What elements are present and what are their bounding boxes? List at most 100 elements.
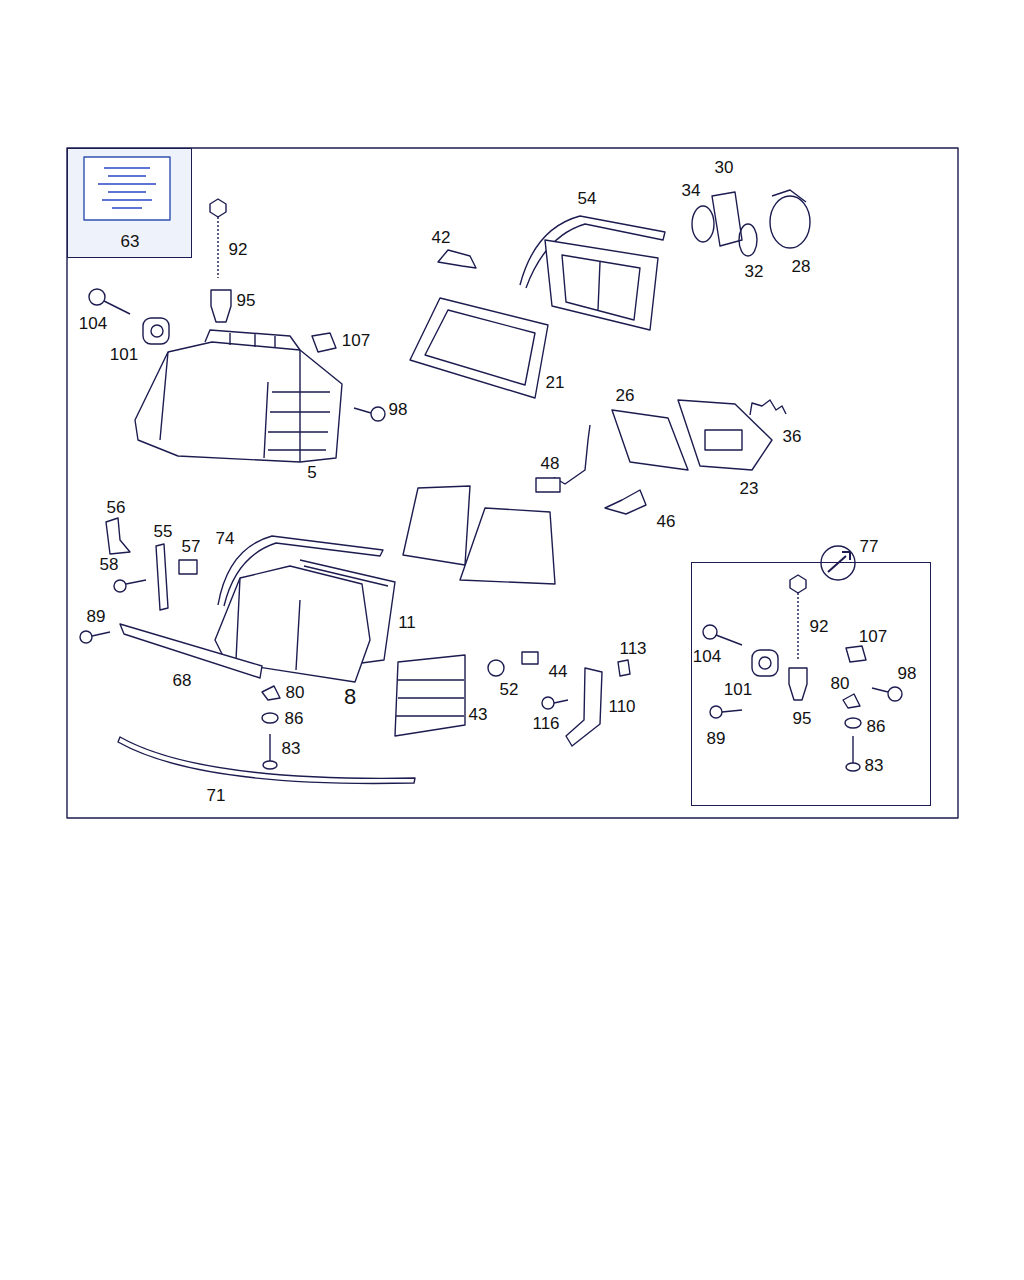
clip: [846, 646, 866, 662]
bulb: [488, 660, 504, 676]
screw-head: [89, 289, 105, 305]
bracket: [566, 668, 602, 746]
washer: [262, 713, 278, 723]
callout-number: 95: [237, 292, 256, 309]
callout-number: 71: [207, 787, 226, 804]
callout-number: 83: [282, 740, 301, 757]
seal-strip: [118, 737, 415, 783]
callout-number: 52: [500, 681, 519, 698]
cover-clip: [772, 190, 806, 202]
callout-number: 113: [619, 640, 646, 657]
nut: [752, 650, 778, 676]
callout-number: 83: [865, 757, 884, 774]
callout-number: 54: [578, 190, 597, 207]
callout-number: 104: [693, 648, 721, 665]
screw-shaft: [126, 580, 146, 584]
callout-number: 80: [286, 684, 305, 701]
ring: [692, 206, 714, 242]
screw-head: [846, 763, 860, 771]
clip: [618, 660, 630, 676]
callout-number: 101: [110, 346, 138, 363]
callout-number: 89: [707, 730, 726, 747]
wrench-icon: [821, 546, 855, 580]
nut-hole: [759, 657, 771, 669]
screw-shaft: [722, 710, 742, 712]
screw-head: [371, 407, 385, 421]
callout-number: 28: [792, 258, 811, 275]
wire-clip: [750, 400, 786, 415]
reflector: [403, 486, 470, 565]
nut-hole: [151, 325, 163, 337]
callout-number: 116: [532, 715, 559, 732]
callout-number: 86: [285, 710, 304, 727]
callout-number: 26: [616, 387, 635, 404]
callout-number: 30: [715, 159, 734, 176]
strip: [120, 624, 262, 678]
callout-number: 21: [546, 374, 565, 391]
callout-number: 5: [307, 464, 316, 481]
screw-head: [263, 761, 277, 769]
callout-number: 55: [154, 523, 173, 540]
screw-head: [114, 580, 126, 592]
screw-shaft: [554, 700, 568, 703]
bracket: [106, 518, 130, 554]
callout-number: 23: [740, 480, 759, 497]
callout-number: 89: [87, 608, 106, 625]
screw-head: [542, 697, 554, 709]
callout-number: 107: [859, 628, 887, 645]
bulb: [522, 652, 538, 664]
callout-number: 80: [831, 675, 850, 692]
gasket: [612, 410, 688, 470]
nut: [143, 318, 169, 344]
callout-number: 48: [541, 455, 560, 472]
frame: [410, 298, 548, 398]
clip: [789, 668, 807, 700]
clip: [438, 250, 476, 268]
screw-shaft: [269, 734, 270, 762]
screw-shaft: [354, 408, 371, 413]
callout-number: 58: [100, 556, 119, 573]
headlamp-unit: [135, 342, 342, 462]
callout-number: 77: [860, 538, 879, 555]
indicator-lens: [395, 655, 465, 736]
callout-number: 110: [608, 698, 635, 715]
clip: [843, 694, 860, 708]
callout-number: 98: [389, 401, 408, 418]
callout-number: 11: [398, 614, 416, 631]
bulb: [605, 490, 646, 514]
callout-number: 36: [783, 428, 802, 445]
washer: [845, 718, 861, 728]
callout-number: 56: [107, 499, 126, 516]
sheet-lines: [98, 168, 156, 208]
clip: [262, 686, 280, 700]
block: [179, 560, 197, 574]
callout-number: 86: [867, 718, 886, 735]
callout-number: 8: [344, 686, 356, 708]
ring: [739, 224, 757, 256]
outer-frame: [67, 148, 958, 818]
bolt-head: [210, 199, 226, 217]
screw-shaft: [852, 736, 853, 764]
screw-head: [80, 631, 92, 643]
callout-number: 46: [657, 513, 676, 530]
callout-number: 101: [724, 681, 752, 698]
callout-number: 95: [793, 710, 812, 727]
screw-head: [710, 706, 722, 718]
callout-number: 63: [121, 233, 140, 250]
screw-shaft: [92, 632, 110, 636]
plate: [678, 400, 772, 470]
bolt-shaft: [217, 217, 218, 278]
screw-head: [703, 625, 717, 639]
reflector-housing: [545, 240, 658, 330]
bar: [156, 544, 168, 610]
callout-number: 42: [432, 229, 451, 246]
headlamp-lines: [160, 350, 330, 462]
bolt-head: [790, 575, 806, 593]
callout-number: 57: [182, 538, 201, 555]
callout-number: 32: [745, 263, 764, 280]
callout-number: 44: [549, 663, 568, 680]
screw-shaft: [104, 301, 130, 314]
callout-number: 34: [682, 182, 701, 199]
screw-shaft: [716, 635, 742, 645]
legend-inset: 63: [67, 148, 192, 258]
